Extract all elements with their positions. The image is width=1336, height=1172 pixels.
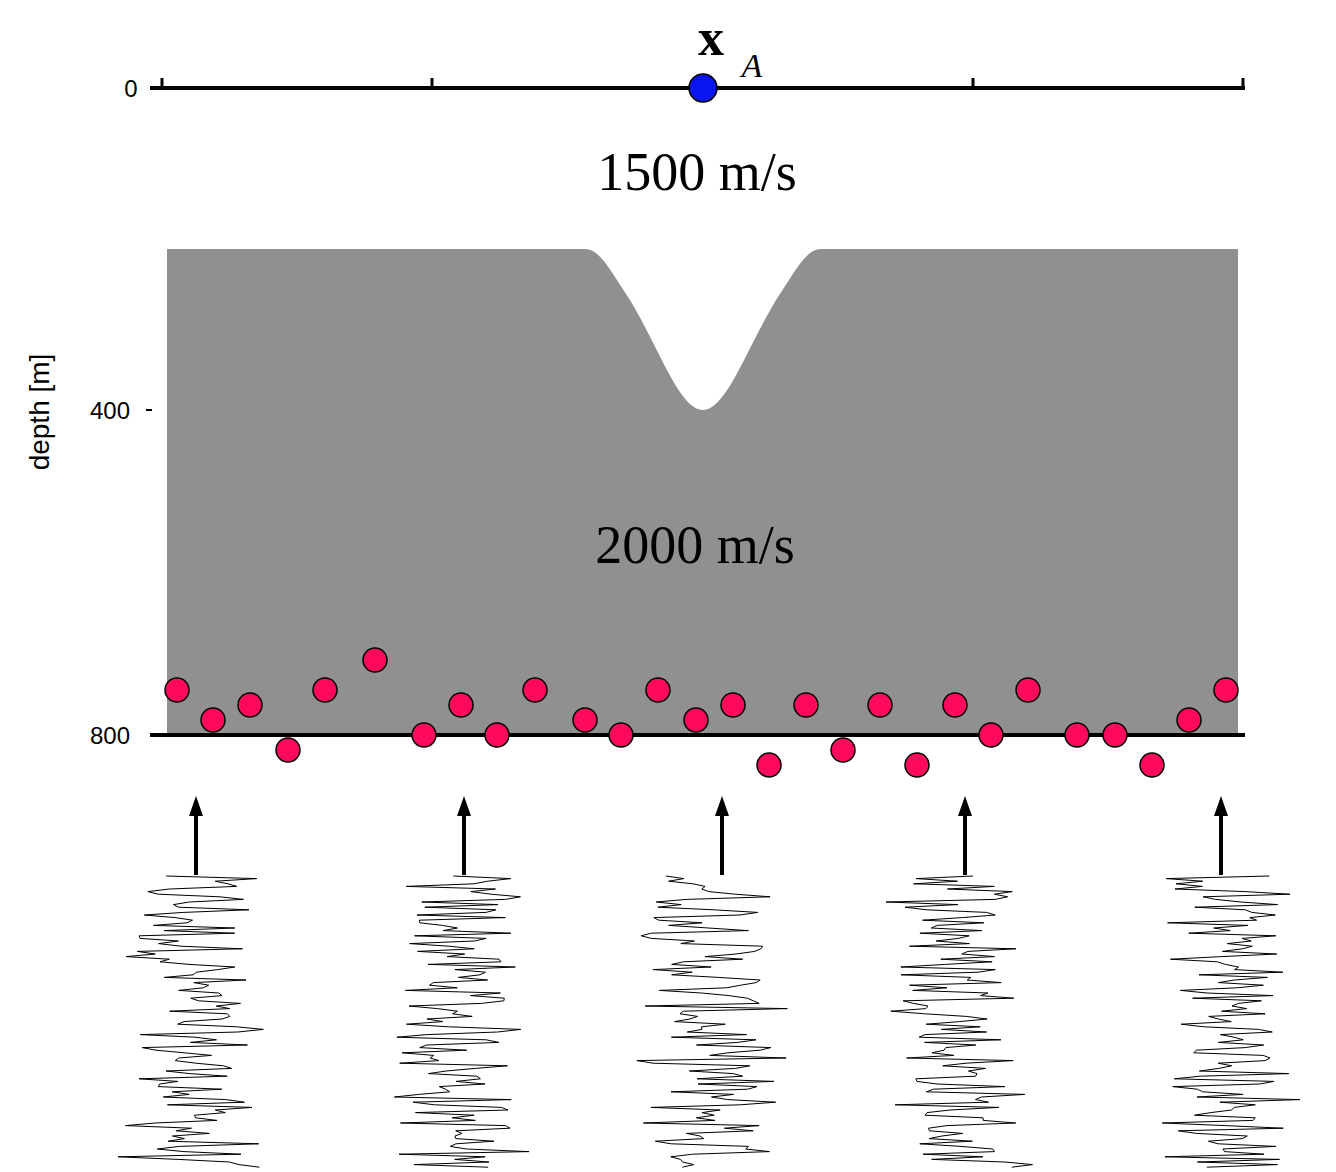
upgoing-arrows [189, 796, 1228, 875]
noise-source [905, 753, 929, 777]
noise-trace [1162, 876, 1300, 1167]
arrow-head [457, 796, 471, 816]
arrow-head [1214, 796, 1228, 816]
noise-sources [165, 648, 1238, 777]
noise-source [721, 693, 745, 717]
noise-source [1214, 678, 1238, 702]
velocity-label: 2000 m/s [595, 518, 795, 572]
arrow-shaft [1219, 812, 1223, 875]
noise-source [943, 693, 967, 717]
depth-tick [146, 409, 152, 411]
noise-source [276, 738, 300, 762]
noise-source [1016, 678, 1040, 702]
noise-source [412, 723, 436, 747]
noise-source [794, 693, 818, 717]
noise-source [363, 648, 387, 672]
arrow-head [958, 796, 972, 816]
noise-source [646, 678, 670, 702]
arrow-shaft [194, 812, 198, 875]
arrow-shaft [462, 812, 466, 875]
noise-source [684, 708, 708, 732]
noise-source [868, 693, 892, 717]
axis-number: 800 [90, 724, 130, 748]
arrow-shaft [963, 812, 967, 875]
noise-source [1140, 753, 1164, 777]
noise-source [485, 723, 509, 747]
noise-trace [886, 876, 1032, 1167]
noise-source [238, 693, 262, 717]
velocity-label: 1500 m/s [597, 145, 797, 199]
noise-source [449, 693, 473, 717]
axis-title: depth [m] [26, 354, 54, 471]
noise-source [201, 708, 225, 732]
noise-trace [118, 876, 263, 1167]
noise-traces [118, 876, 1300, 1167]
noise-source [831, 738, 855, 762]
axis-number: 0 [124, 77, 137, 101]
noise-source [165, 678, 189, 702]
noise-source [1103, 723, 1127, 747]
arrow-head [715, 796, 729, 816]
noise-source [523, 678, 547, 702]
arrow-shaft [720, 812, 724, 875]
noise-source [609, 723, 633, 747]
arrow-head [189, 796, 203, 816]
noise-source [979, 723, 1003, 747]
noise-source [1177, 708, 1201, 732]
noise-source [1065, 723, 1089, 747]
noise-trace [394, 876, 529, 1167]
noise-trace [637, 876, 787, 1167]
noise-source [757, 753, 781, 777]
noise-source [573, 708, 597, 732]
high-velocity-layer [167, 249, 1238, 735]
noise-source [313, 678, 337, 702]
receiver-dot [689, 74, 717, 102]
receiver-name: x [698, 12, 724, 64]
receiver-subscript: A [742, 49, 763, 83]
axis-number: 400 [90, 399, 130, 423]
